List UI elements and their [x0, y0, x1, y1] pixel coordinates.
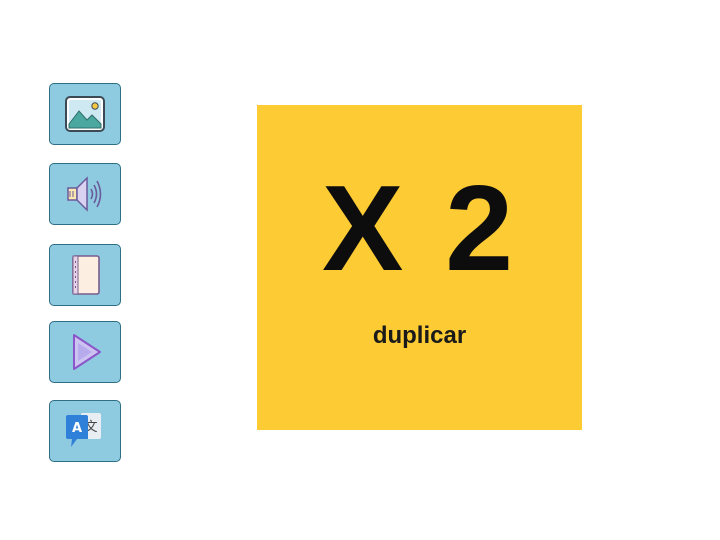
image-button[interactable] [49, 83, 121, 145]
card-main-text: X 2 [321, 160, 518, 296]
translate-icon: 文 A [66, 413, 101, 447]
play-icon [73, 334, 101, 370]
speaker-icon [67, 176, 102, 212]
card-subtitle: duplicar [372, 322, 467, 349]
notebook-icon [72, 255, 100, 295]
translate-button[interactable]: 文 A [49, 400, 121, 462]
notebook-button[interactable] [49, 244, 121, 306]
image-icon [65, 96, 105, 132]
audio-button[interactable] [49, 163, 121, 225]
flashcard: X 2 duplicar [257, 105, 582, 430]
svg-text:A: A [72, 421, 82, 436]
play-button[interactable] [49, 321, 121, 383]
